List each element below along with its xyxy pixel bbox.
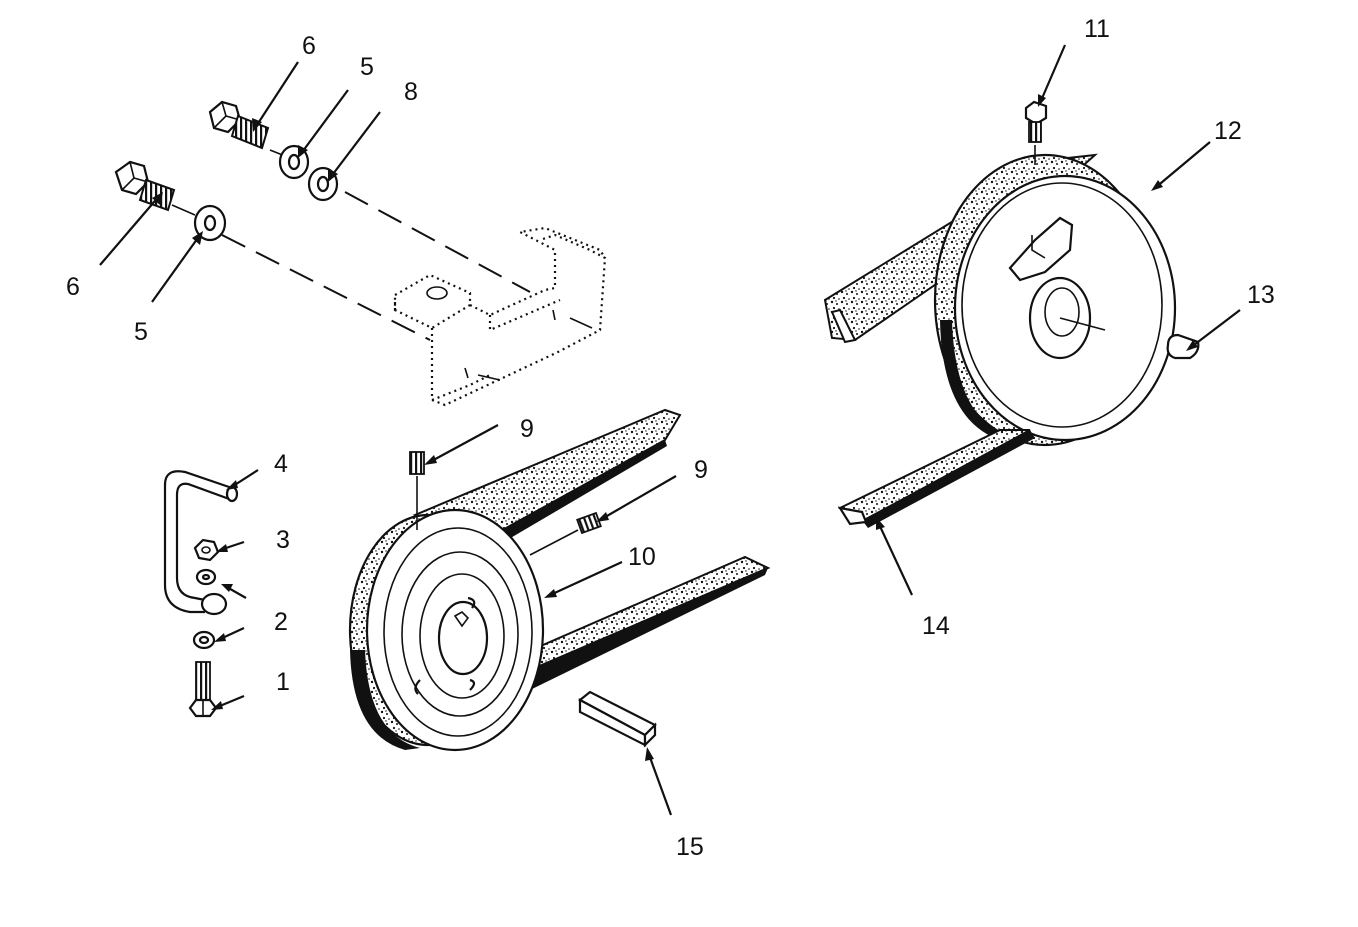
callout-13: 13	[1247, 281, 1275, 309]
mounting-bracket	[393, 226, 607, 407]
callout-6-lower: 6	[66, 273, 80, 301]
callout-10: 10	[628, 543, 656, 571]
callout-2: 2	[274, 608, 288, 636]
washer-upper-5	[278, 144, 310, 180]
washer-3b	[195, 568, 217, 586]
bolt-upper	[208, 100, 270, 150]
bolt-lower	[114, 160, 176, 212]
callout-3: 3	[276, 526, 290, 554]
callout-11: 11	[1084, 15, 1110, 43]
belt-lower-right-strand	[837, 429, 1035, 528]
set-screw-9-side	[529, 511, 602, 556]
callout-4: 4	[274, 450, 288, 478]
callout-12: 12	[1214, 117, 1242, 145]
set-screw-9-top	[409, 451, 425, 530]
bolt-1	[188, 661, 218, 718]
eye-loop	[200, 592, 228, 616]
callout-14: 14	[922, 612, 950, 640]
alignment-lines	[171, 149, 593, 381]
callout-15: 15	[676, 833, 704, 861]
callout-5-lower: 5	[134, 318, 148, 346]
hook-rod-4	[163, 470, 239, 614]
leader-lines	[99, 44, 1241, 816]
lower-pulley	[348, 508, 545, 752]
callout-6-top: 6	[302, 32, 316, 60]
washer-2	[192, 630, 216, 650]
callout-5-top: 5	[360, 53, 374, 81]
callout-9-top: 9	[520, 415, 534, 443]
upper-pulley	[933, 153, 1177, 447]
belt-lower-strand	[518, 555, 771, 690]
callout-labels: 6 5 8 6 5 4 3 2 1 9 9 10 11 12 13 14 15	[66, 15, 1275, 861]
woodruff-key-13	[1166, 333, 1200, 360]
callout-1: 1	[276, 668, 290, 696]
set-screw-11	[1024, 100, 1048, 165]
callout-9-side: 9	[694, 456, 708, 484]
nut-3	[193, 538, 220, 562]
callout-8: 8	[404, 78, 418, 106]
key-15	[578, 690, 657, 748]
